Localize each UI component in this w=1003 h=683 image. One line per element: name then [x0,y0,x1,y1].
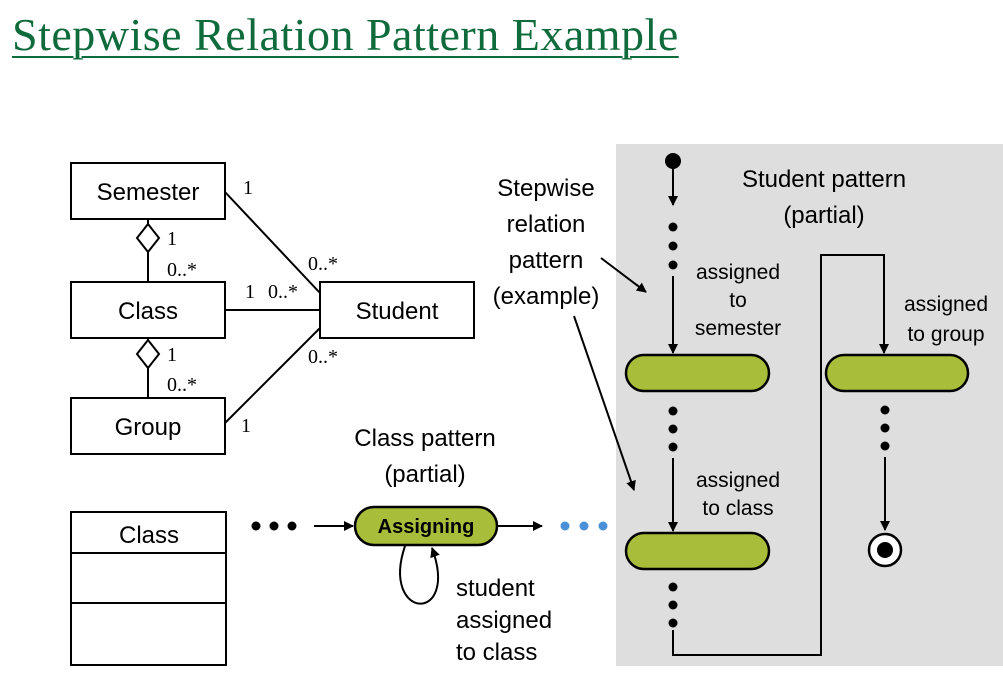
class-pattern-title-1: Class pattern [354,425,495,452]
callout-arrow [573,315,636,491]
ellipsis-dot [668,424,678,434]
ellipsis-dot [287,521,297,531]
ellipsis-dot [880,441,890,451]
step2-label-1: assigned [696,469,780,492]
mult-sem-student-stu: 0..* [308,253,338,275]
ellipsis-dot [668,222,678,232]
ellipsis-dot [269,521,279,531]
ellipsis-dot [880,423,890,433]
state-assigned-semester [624,353,771,393]
final-state-inner-icon [877,542,893,558]
group-student-association [224,327,321,424]
step3-label-1: assigned [904,293,988,316]
ellipsis-dot [668,618,678,628]
student-pattern-panel [616,144,1003,666]
state-assigned-class [624,531,771,571]
loop-label-3: to class [456,639,537,666]
ellipsis-dot [560,521,570,531]
aggregation-diamond-icon [135,222,161,254]
student-pattern: Student pattern (partial) assigned to se… [624,153,988,656]
assigning-state-label: Assigning [378,516,475,538]
stepwise-line-3: pattern [509,247,584,274]
group-label: Group [115,414,182,441]
loop-label-2: assigned [456,607,552,634]
stepwise-line-4: (example) [493,283,600,310]
class-label: Class [118,298,178,325]
connector-path [672,254,885,656]
mult-group-student-stu: 0..* [308,346,338,368]
ellipsis-dot [598,521,608,531]
ellipsis-dot [668,406,678,416]
mult-sem-student-sem: 1 [243,177,253,199]
ellipsis-dot [668,442,678,452]
stepwise-line-2: relation [507,211,586,238]
callout-arrow [600,257,647,293]
initial-state-icon [665,153,681,169]
student-class-box [319,281,475,339]
state-assigned-group [824,353,970,393]
ellipsis-dot [668,241,678,251]
class-diagram: Semester Class Group Student 1 0..* 1 0.… [70,162,475,455]
semester-label: Semester [97,179,200,206]
mult-group-student-grp: 1 [241,415,251,437]
step1-label-3: semester [695,317,781,340]
mult-sem-class-many: 0..* [167,259,197,281]
mult-sem-class-one: 1 [167,228,177,250]
mult-class-student-one: 1 [245,281,255,303]
class-pattern: Class pattern (partial) Assigning studen… [251,425,608,666]
aggregation-diamond-icon [135,338,161,370]
class-uml-box: Class [70,511,227,666]
ellipsis-dot [668,600,678,610]
class-pattern-title-2: (partial) [384,461,465,488]
ellipsis-dot [579,521,589,531]
mult-class-group-many: 0..* [167,374,197,396]
student-pattern-title-2: (partial) [783,202,864,229]
student-label: Student [356,298,439,325]
ellipsis-dot [668,582,678,592]
assigning-state [353,505,499,547]
stepwise-line-1: Stepwise [497,175,594,202]
ellipsis-dot [880,405,890,415]
student-pattern-title-1: Student pattern [742,166,906,193]
ellipsis-dot [251,521,261,531]
mult-class-group-one: 1 [167,344,177,366]
ellipsis-dot [668,260,678,270]
semester-student-association [224,191,321,294]
class-box-name: Class [119,522,179,549]
step1-label-2: to [729,289,747,312]
group-class-box [70,397,226,455]
page-title: Stepwise Relation Pattern Example [12,9,679,60]
step2-label-2: to class [702,497,773,520]
mult-class-student-many: 0..* [268,281,298,303]
step3-label-2: to group [907,323,984,346]
stepwise-callout: Stepwise relation pattern (example) [493,175,647,491]
loop-label-1: student [456,575,535,602]
step1-label-1: assigned [696,261,780,284]
self-loop-transition [399,545,440,605]
